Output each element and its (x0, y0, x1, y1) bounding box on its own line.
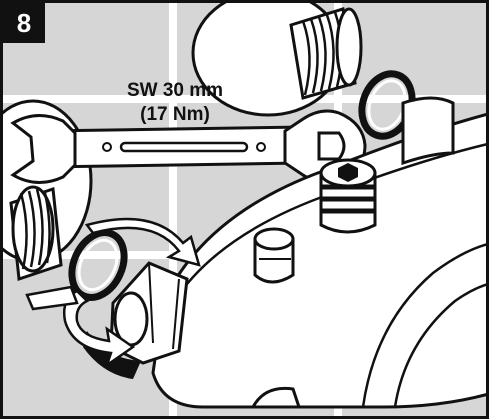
step-number-badge: 8 (3, 3, 45, 43)
wrench-torque-text: (17 Nm) (140, 104, 210, 125)
mixer-body (151, 96, 486, 409)
wrench-size-text: SW 30 mm (126, 80, 224, 101)
illustration-canvas (3, 3, 486, 416)
cap-plug (253, 227, 295, 284)
upper-wall-connector (191, 3, 363, 117)
wrench-spec-label: SW 30 mm (17 Nm) (95, 79, 255, 127)
open-end-wrench-icon (10, 109, 367, 185)
seal-ring-lower (68, 229, 128, 301)
hex-socket-icon (319, 158, 377, 234)
rotation-arrow-icon (25, 217, 201, 369)
